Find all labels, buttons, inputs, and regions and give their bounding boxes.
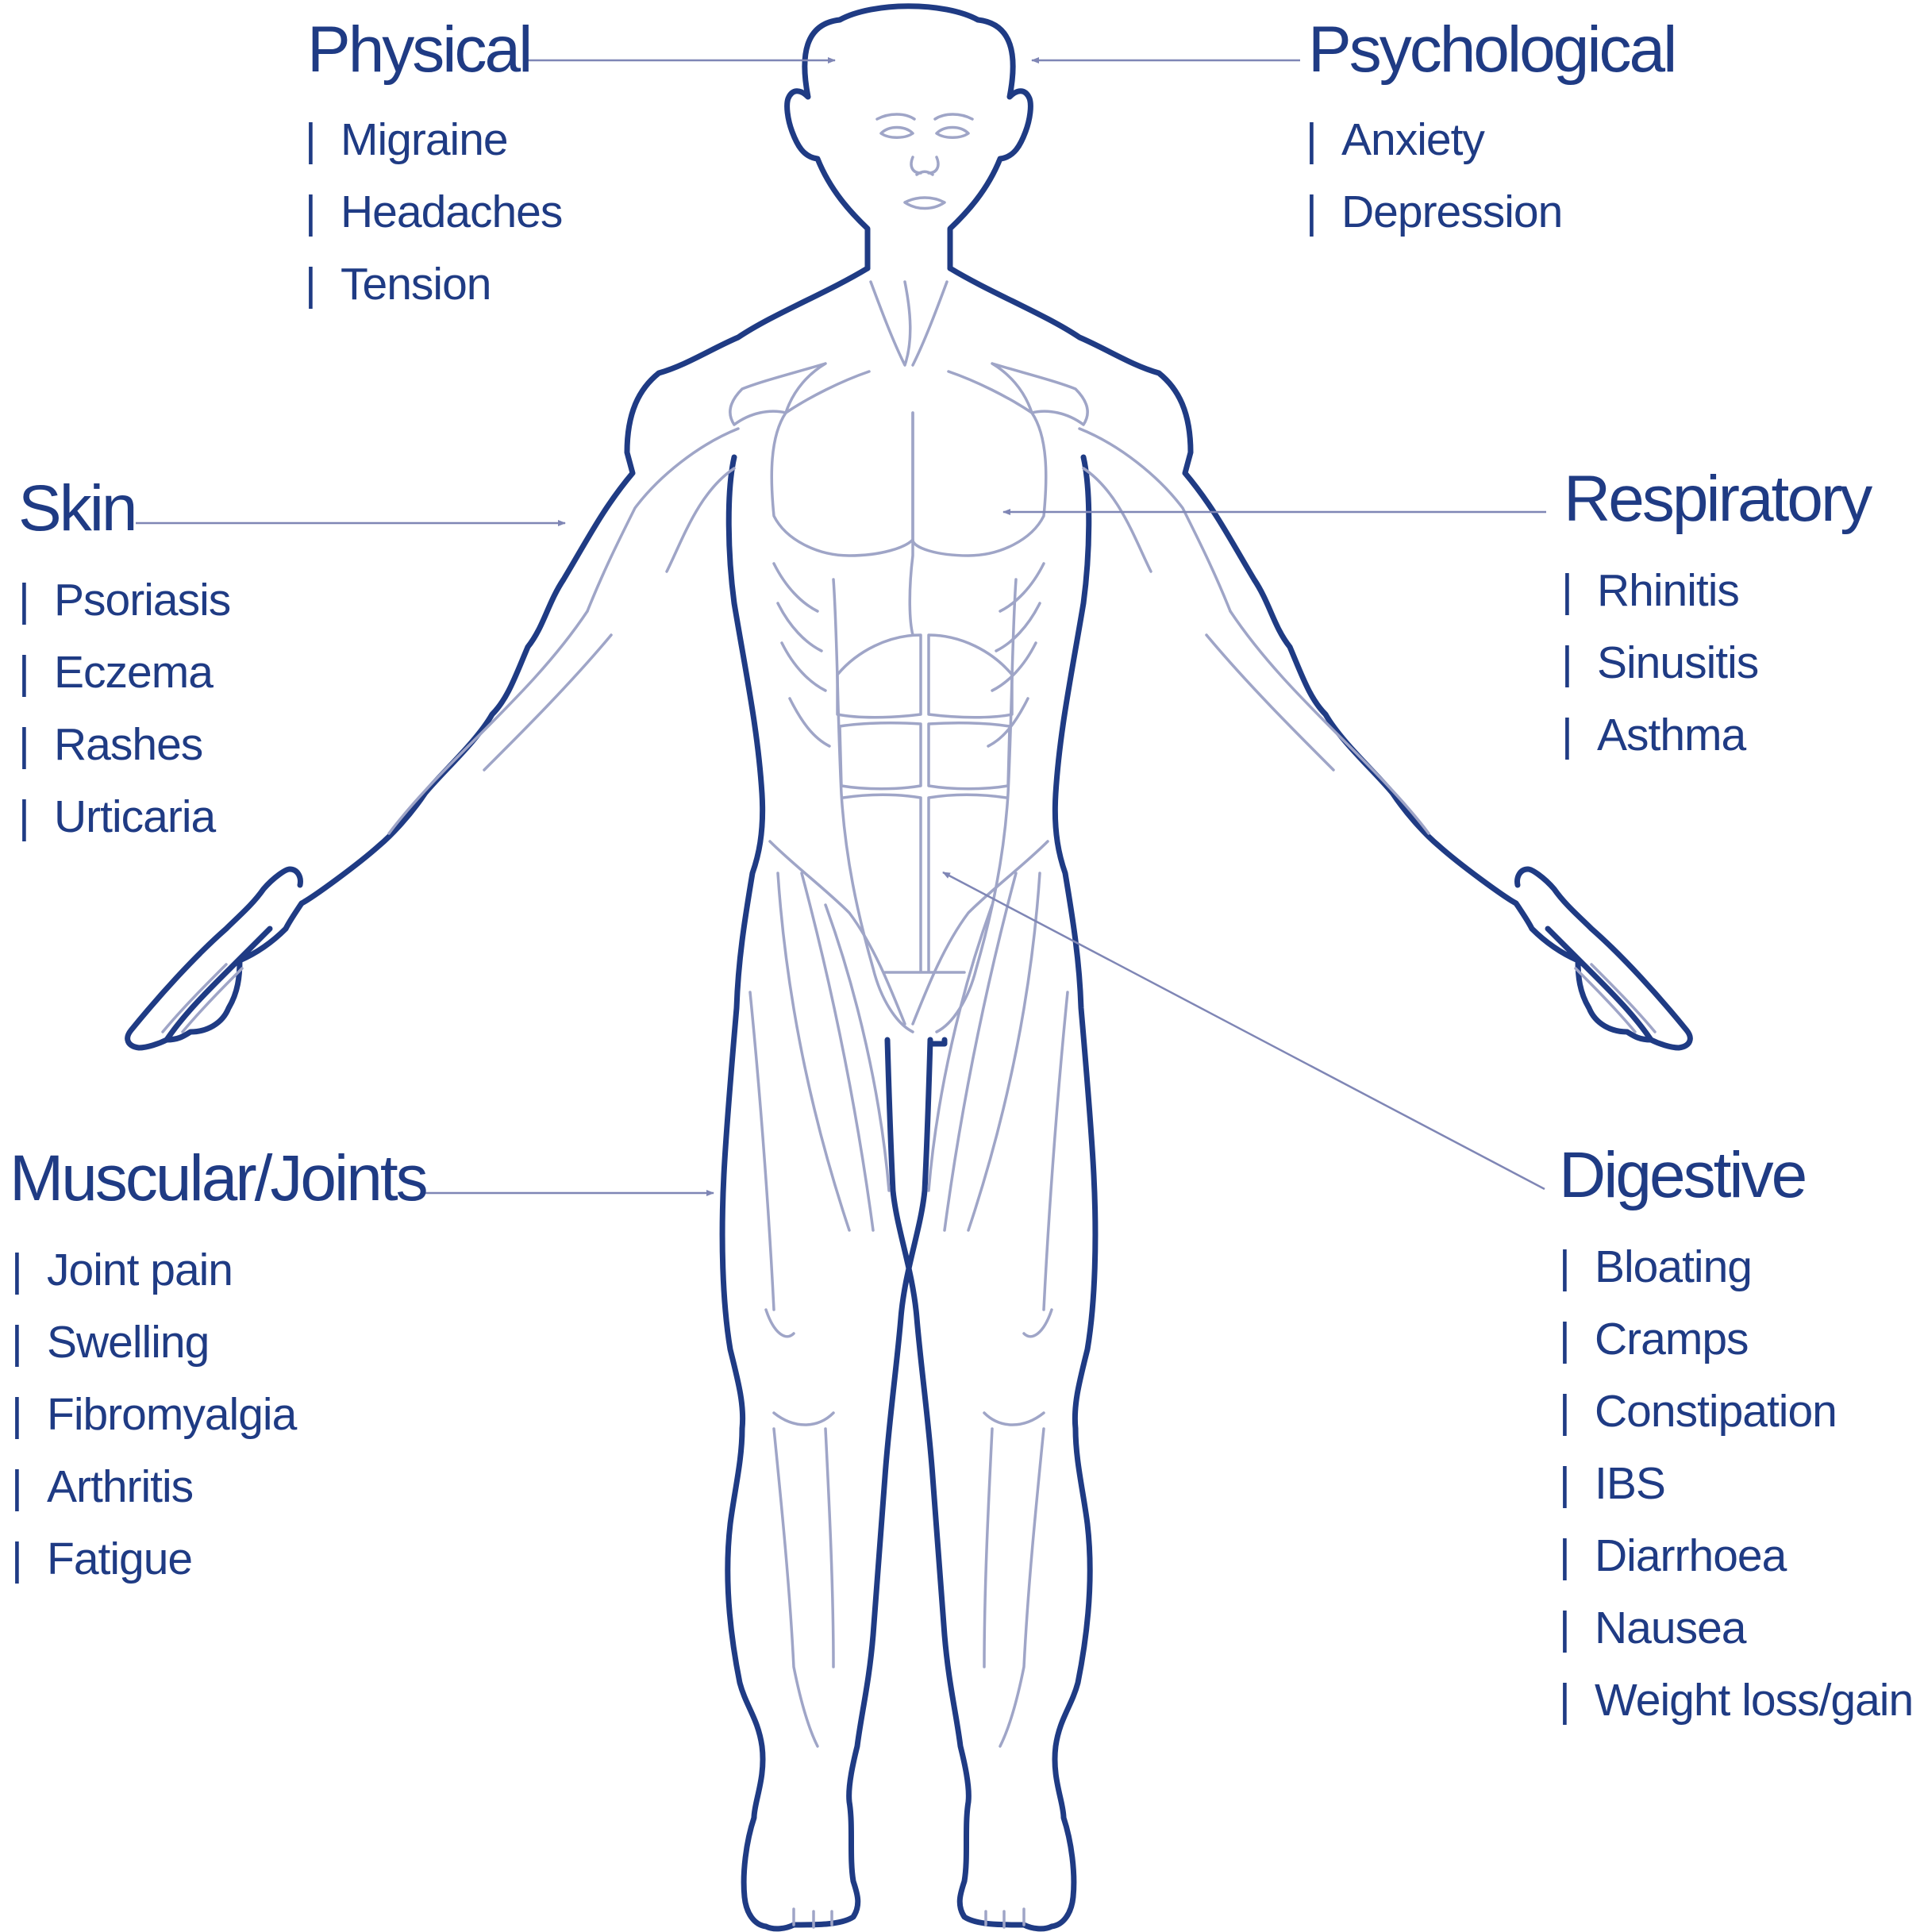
list-item: |Anxiety — [1306, 117, 1562, 190]
list-item: |Bloating — [1559, 1245, 1913, 1317]
separator: | — [11, 1392, 47, 1437]
right-eye — [937, 128, 968, 138]
separator: | — [1559, 1606, 1595, 1651]
list-item: |Headaches — [305, 190, 562, 262]
list-item: |Constipation — [1559, 1389, 1913, 1461]
physical-list: |Migraine |Headaches |Tension — [305, 117, 562, 334]
separator: | — [18, 722, 54, 768]
abs-row-1-left — [837, 635, 921, 718]
crotch-outline — [930, 1040, 945, 1044]
right-groin — [913, 841, 1048, 1024]
separator: | — [1306, 117, 1341, 163]
right-biceps — [1079, 429, 1230, 611]
right-shin — [984, 1429, 1044, 1746]
left-shin — [774, 1429, 833, 1746]
separator: | — [18, 795, 54, 840]
neck-left-muscle — [871, 282, 910, 365]
right-thigh-muscles — [929, 873, 1068, 1310]
left-deltoid — [730, 364, 825, 425]
list-item: |Psoriasis — [18, 578, 230, 650]
list-item: |Tension — [305, 262, 562, 334]
neck-right-muscle — [913, 282, 947, 365]
separator: | — [305, 117, 341, 163]
skin-title: Skin — [18, 476, 136, 541]
separator: | — [1559, 1461, 1595, 1507]
list-item: |Joint pain — [11, 1248, 296, 1320]
list-item: |Swelling — [11, 1320, 296, 1392]
right-arm-outline — [950, 268, 1651, 1040]
left-torso-side — [722, 457, 763, 1429]
separator: | — [11, 1464, 47, 1510]
left-groin — [770, 841, 905, 1024]
psychological-list: |Anxiety |Depression — [1306, 117, 1562, 262]
separator: | — [1561, 641, 1597, 686]
right-brow — [935, 114, 972, 119]
left-knee — [766, 1310, 833, 1425]
muscle-details — [163, 114, 1655, 1927]
separator: | — [1559, 1534, 1595, 1579]
list-item: |Rashes — [18, 722, 230, 795]
mouth — [905, 198, 945, 209]
right-knee — [984, 1310, 1052, 1425]
separator: | — [305, 190, 341, 235]
digestive-list: |Bloating |Cramps |Constipation |IBS |Di… — [1559, 1245, 1913, 1750]
list-item: |Arthritis — [11, 1464, 296, 1537]
skin-list: |Psoriasis |Eczema |Rashes |Urticaria — [18, 578, 230, 867]
head-shape — [787, 6, 1031, 268]
list-item: |Eczema — [18, 650, 230, 722]
abs-row-2-left — [840, 723, 921, 789]
nose — [911, 157, 938, 175]
separator: | — [1559, 1317, 1595, 1362]
abs-row-2-right — [929, 723, 1010, 789]
muscular-joints-list: |Joint pain |Swelling |Fibromyalgia |Art… — [11, 1248, 296, 1609]
left-thigh-muscles — [750, 873, 889, 1310]
separator: | — [11, 1537, 47, 1582]
separator: | — [1559, 1245, 1595, 1290]
right-hand-lower — [1518, 869, 1691, 1048]
list-item: |IBS — [1559, 1461, 1913, 1534]
separator: | — [18, 650, 54, 695]
left-serratus — [774, 564, 829, 746]
psychological-title: Psychological — [1308, 17, 1675, 83]
respiratory-title: Respiratory — [1564, 467, 1870, 532]
list-item: |Asthma — [1561, 713, 1758, 785]
left-hand-lower — [128, 869, 301, 1048]
separator: | — [1561, 713, 1597, 758]
left-brow — [877, 114, 914, 119]
respiratory-list: |Rhinitis |Sinusitis |Asthma — [1561, 568, 1758, 785]
sternum-line — [910, 413, 913, 635]
list-item: |Depression — [1306, 190, 1562, 262]
list-item: |Sinusitis — [1561, 641, 1758, 713]
separator: | — [1306, 190, 1341, 235]
list-item: |Urticaria — [18, 795, 230, 867]
abs-row-1-right — [929, 635, 1012, 718]
separator: | — [11, 1320, 47, 1365]
left-biceps — [587, 429, 738, 611]
right-deltoid — [992, 364, 1087, 425]
list-item: |Weight loss/gain — [1559, 1678, 1913, 1750]
separator: | — [1559, 1678, 1595, 1723]
separator: | — [1559, 1389, 1595, 1434]
list-item: |Fibromyalgia — [11, 1392, 296, 1464]
digestive-arrow — [943, 872, 1545, 1189]
separator: | — [1561, 568, 1597, 614]
physical-title: Physical — [307, 17, 530, 83]
separator: | — [305, 262, 341, 307]
muscular-joints-title: Muscular/Joints — [10, 1146, 426, 1211]
left-arm-outline — [167, 268, 868, 1040]
list-item: |Fatigue — [11, 1537, 296, 1609]
list-item: |Diarrhoea — [1559, 1534, 1913, 1606]
list-item: |Nausea — [1559, 1606, 1913, 1678]
separator: | — [11, 1248, 47, 1293]
digestive-title: Digestive — [1559, 1143, 1805, 1208]
separator: | — [18, 578, 54, 623]
left-eye — [881, 128, 913, 138]
list-item: |Migraine — [305, 117, 562, 190]
list-item: |Cramps — [1559, 1317, 1913, 1389]
list-item: |Rhinitis — [1561, 568, 1758, 641]
